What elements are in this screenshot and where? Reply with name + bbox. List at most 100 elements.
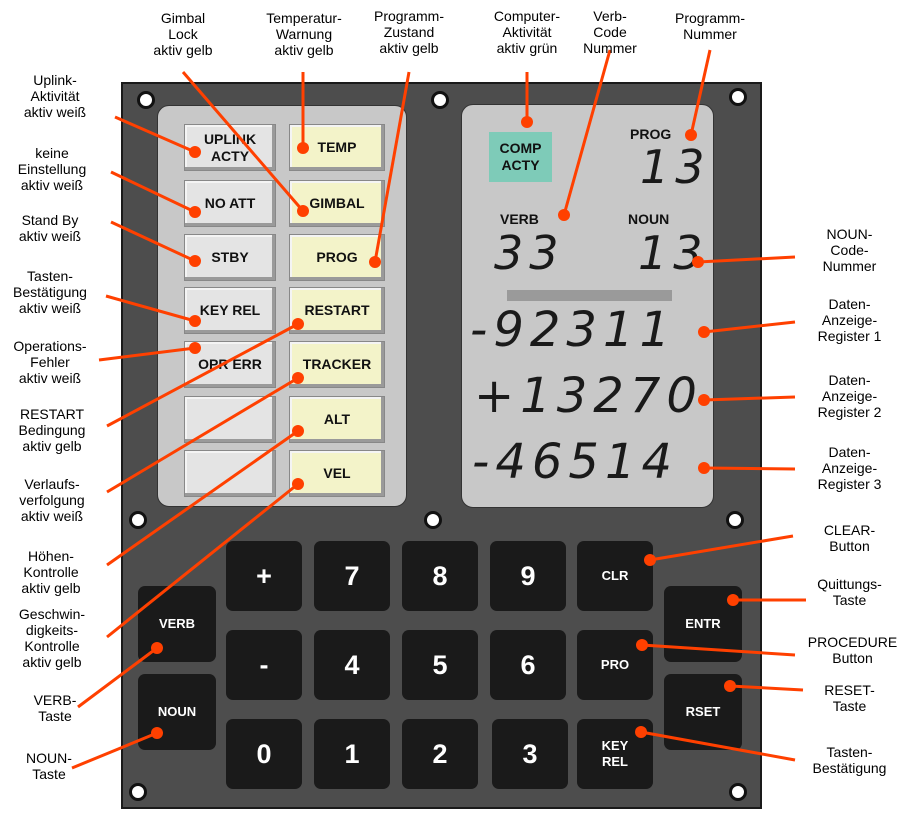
screw-icon xyxy=(129,511,147,529)
key-7[interactable]: 7 xyxy=(314,541,390,611)
dot-key-rel xyxy=(189,315,201,327)
key-9[interactable]: 9 xyxy=(490,541,566,611)
label-temperatur: Temperatur- Warnung aktiv gelb xyxy=(266,10,342,58)
label-gimbal-lock: Gimbal Lock aktiv gelb xyxy=(153,10,213,58)
lamp-key-rel: KEY REL xyxy=(184,287,276,334)
key-5[interactable]: 5 xyxy=(402,630,478,700)
label-reset: RESET- Taste xyxy=(824,682,875,714)
register-3: -46514 xyxy=(472,434,679,490)
plus-key[interactable]: + xyxy=(226,541,302,611)
lamp-vel-text: VEL xyxy=(323,465,351,481)
dot-vel xyxy=(292,478,304,490)
leader-opr-err xyxy=(98,346,196,362)
key-4[interactable]: 4 xyxy=(314,630,390,700)
lamp-alt-text: ALT xyxy=(323,411,351,427)
leader-verb-key xyxy=(77,646,158,709)
label-procedure: PROCEDURE Button xyxy=(807,634,898,666)
minus-key[interactable]: - xyxy=(226,630,302,700)
lamp-temp-text: TEMP xyxy=(317,139,357,155)
label-restart: RESTART Bedingung aktiv gelb xyxy=(18,406,86,454)
verb-key[interactable]: VERB xyxy=(138,586,216,662)
key-6[interactable]: 6 xyxy=(490,630,566,700)
label-daten-2: Daten- Anzeige- Register 2 xyxy=(817,372,882,420)
dot-uplink xyxy=(189,146,201,158)
lamp-restart: RESTART xyxy=(289,287,385,334)
dot-pro xyxy=(636,639,648,651)
label-hoehen: Höhen- Kontrolle aktiv gelb xyxy=(21,548,81,596)
lamp-uplink-text: UPLINK ACTY xyxy=(203,130,257,164)
dot-noun-key xyxy=(151,727,163,739)
leader-gimbal xyxy=(181,71,305,212)
dot-temp xyxy=(297,142,309,154)
register-2: +13270 xyxy=(474,368,703,424)
key-8[interactable]: 8 xyxy=(402,541,478,611)
dot-no-att xyxy=(189,206,201,218)
lamp-alt: ALT xyxy=(289,396,385,443)
lamp-no-att: NO ATT xyxy=(184,180,276,227)
label-tasten-bestaetigung-2: Tasten- Bestätigung xyxy=(812,744,887,776)
dot-reg2 xyxy=(698,394,710,406)
label-operations-fehler: Operations- Fehler aktiv weiß xyxy=(13,338,87,386)
label-noun-code: NOUN- Code- Nummer xyxy=(822,226,877,274)
leader-verb-code xyxy=(562,49,612,216)
lamp-prog-text: PROG xyxy=(316,249,358,265)
leader-stby xyxy=(110,220,196,263)
label-daten-3: Daten- Anzeige- Register 3 xyxy=(817,444,882,492)
key-2[interactable]: 2 xyxy=(402,719,478,789)
dot-restart xyxy=(292,318,304,330)
leader-clr xyxy=(649,534,794,562)
dot-opr-err xyxy=(189,342,201,354)
lamp-no-att-text: NO ATT xyxy=(204,195,256,211)
label-programm-zustand: Programm- Zustand aktiv gelb xyxy=(373,8,444,56)
leader-prog xyxy=(373,71,411,263)
label-computer-aktivitaet: Computer- Aktivität aktiv grün xyxy=(493,8,561,56)
screw-icon xyxy=(431,91,449,109)
label-clear: CLEAR- Button xyxy=(823,522,876,554)
leader-noun-key xyxy=(71,731,158,770)
prog-value: 13 xyxy=(640,140,711,194)
leader-reg1 xyxy=(703,320,796,334)
dot-clr xyxy=(644,554,656,566)
lamp-key-rel-text: KEY REL xyxy=(199,302,261,318)
dot-alt xyxy=(292,425,304,437)
leader-key-rel xyxy=(105,294,196,323)
dot-verb-code xyxy=(558,209,570,221)
comp-acty-text: COMP ACTY xyxy=(499,140,542,173)
clr-key[interactable]: CLR xyxy=(577,541,653,611)
lamp-gimbal-text: GIMBAL xyxy=(309,195,365,211)
noun-key[interactable]: NOUN xyxy=(138,674,216,750)
lamp-vel: VEL xyxy=(289,450,385,497)
leader-tracker xyxy=(106,376,299,494)
separator-bar xyxy=(507,290,672,301)
dot-rset xyxy=(724,680,736,692)
noun-label: NOUN xyxy=(628,211,670,227)
screw-icon xyxy=(129,783,147,801)
leader-no-att xyxy=(110,170,196,214)
leader-reg3 xyxy=(703,466,796,471)
key-1[interactable]: 1 xyxy=(314,719,390,789)
leader-vel xyxy=(106,482,299,639)
verb-value: 33 xyxy=(494,226,565,280)
screw-icon xyxy=(137,91,155,109)
leader-reg2 xyxy=(703,395,796,402)
leader-key-rel-key xyxy=(640,730,796,762)
label-uplink: Uplink- Aktivität aktiv weiß xyxy=(23,72,87,120)
verb-label: VERB xyxy=(500,211,539,227)
lamp-prog: PROG xyxy=(289,234,385,281)
dot-reg1 xyxy=(698,326,710,338)
lamp-tracker: TRACKER xyxy=(289,341,385,388)
leader-rset xyxy=(729,684,804,692)
label-daten-1: Daten- Anzeige- Register 1 xyxy=(817,296,882,344)
leader-pro xyxy=(641,643,796,657)
lamp-stby-text: STBY xyxy=(211,249,249,265)
label-noun-taste: NOUN- Taste xyxy=(26,750,72,782)
key-0[interactable]: 0 xyxy=(226,719,302,789)
dot-reg3 xyxy=(698,462,710,474)
label-keine-einstellung: keine Einstellung aktiv weiß xyxy=(17,145,87,193)
leader-restart xyxy=(106,322,299,428)
leader-noun-code xyxy=(697,255,796,264)
dot-key-rel-key xyxy=(635,726,647,738)
dot-entr xyxy=(727,594,739,606)
key-3[interactable]: 3 xyxy=(492,719,568,789)
